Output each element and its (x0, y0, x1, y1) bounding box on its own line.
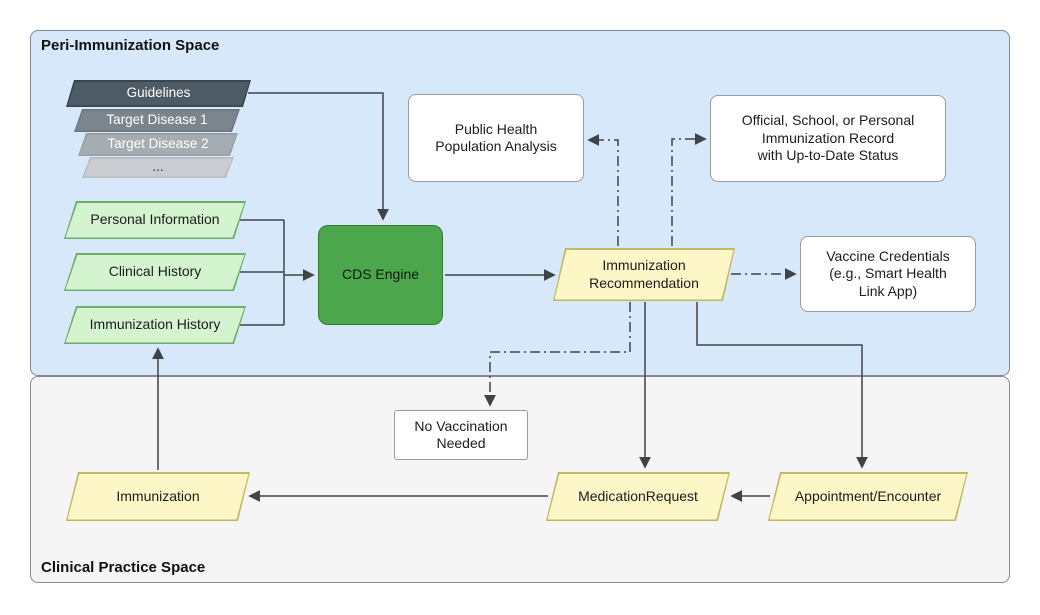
guidelines-label: Guidelines (126, 85, 191, 101)
node-personal-information: Personal Information (64, 201, 246, 239)
node-guidelines: Guidelines (66, 80, 251, 107)
node-target-disease-2: Target Disease 2 (78, 133, 238, 156)
node-public-health-population-analysis: Public Health Population Analysis (408, 94, 584, 182)
target-disease-2-label: Target Disease 2 (107, 136, 209, 152)
node-target-disease-1: Target Disease 1 (74, 109, 240, 132)
node-immunization: Immunization (66, 472, 250, 521)
node-no-vaccination-needed: No Vaccination Needed (394, 410, 528, 460)
node-immunization-recommendation: Immunization Recommendation (553, 248, 735, 301)
node-immunization-history: Immunization History (64, 306, 246, 344)
peri-immunization-space-label: Peri-Immunization Space (41, 37, 220, 54)
clinical-practice-space-label: Clinical Practice Space (41, 559, 206, 576)
node-clinical-history: Clinical History (64, 253, 246, 291)
personal-information-label: Personal Information (90, 211, 220, 228)
clinical-history-label: Clinical History (108, 263, 202, 280)
vaccine-credentials-label: Vaccine Credentials (e.g., Smart Health … (826, 247, 950, 299)
target-disease-1-label: Target Disease 1 (106, 112, 208, 128)
node-target-disease-more: ... (82, 157, 234, 178)
medication-request-label: MedicationRequest (578, 487, 698, 504)
immunization-recommendation-label: Immunization Recommendation (589, 257, 699, 291)
immunization-label: Immunization (116, 487, 200, 504)
cds-engine-label: CDS Engine (341, 266, 420, 283)
public-health-label: Public Health Population Analysis (435, 120, 557, 155)
immunization-history-label: Immunization History (89, 316, 221, 333)
official-record-label: Official, School, or Personal Immunizati… (741, 112, 915, 164)
node-vaccine-credentials: Vaccine Credentials (e.g., Smart Health … (800, 236, 976, 312)
node-appointment-encounter: Appointment/Encounter (768, 472, 968, 521)
node-official-immunization-record: Official, School, or Personal Immunizati… (710, 95, 946, 182)
appointment-encounter-label: Appointment/Encounter (794, 487, 942, 504)
node-medication-request: MedicationRequest (546, 472, 730, 521)
no-vaccination-label: No Vaccination Needed (414, 417, 508, 452)
node-cds-engine: CDS Engine (318, 225, 443, 325)
target-disease-more-label: ... (152, 159, 164, 175)
